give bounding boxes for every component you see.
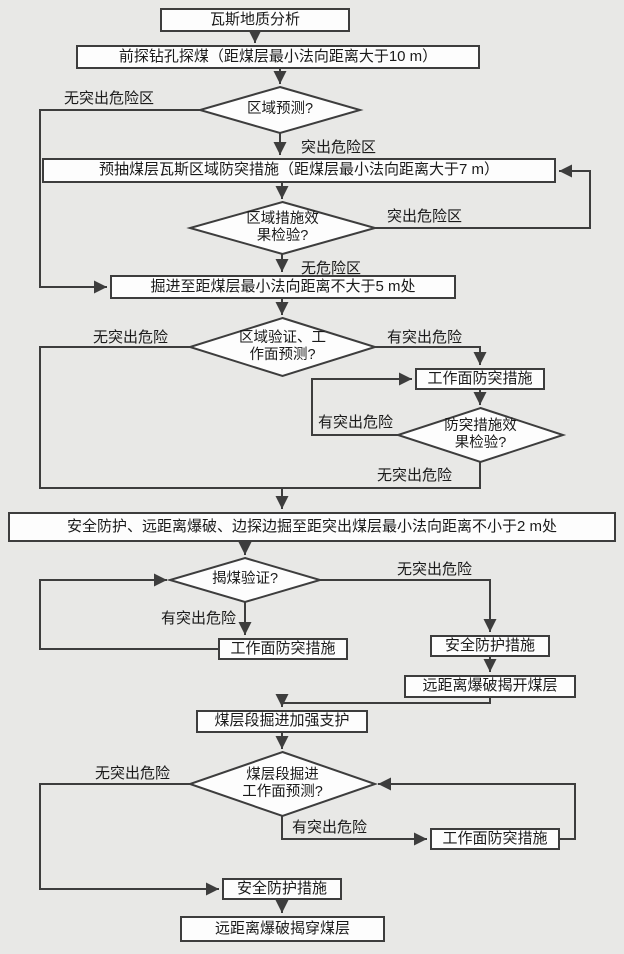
node-label: 前探钻孔探煤（距煤层最小法向距离大于10 m） (118, 47, 438, 65)
node-label: 瓦斯地质分析 (209, 10, 300, 28)
decision-regional-verify-face-predict: 区域验证、工 作面预测? (190, 318, 375, 376)
node-label: 工作面防突措施 (230, 639, 336, 657)
edge-has-outburst-to-face-measures-1 (375, 346, 487, 365)
edge-label-no-danger-zone: 无危险区 (301, 260, 362, 277)
decision-label: 防突措施效 果检验? (398, 408, 563, 462)
diamond-shape (190, 752, 375, 816)
decision-measure-effect-check: 防突措施效 果检验? (398, 408, 563, 462)
decision-regional-measure-check: 区域措施效 果检验? (190, 202, 375, 254)
diamond-shape (190, 318, 375, 376)
edge-label-has-outburst-2: 有突出危险 (318, 414, 394, 431)
edge-no-outburst-left-join (39, 346, 282, 489)
edge-label-has-outburst-1: 有突出危险 (387, 329, 463, 346)
decision-label-line: 揭煤验证? (211, 571, 279, 588)
node-label: 预抽煤层瓦斯区域防突措施（距煤层最小法向距离大于7 m） (98, 161, 499, 179)
decision-label-line: 区域验证、工 (239, 329, 326, 346)
decision-label-line: 煤层段掘进 (246, 766, 319, 783)
node-label: 安全防护、远距离爆破、边探边掘至距突出煤层最小法向距离不小于2 m处 (66, 517, 557, 535)
decision-label: 揭煤验证? (170, 558, 320, 602)
node-regional-measures: 预抽煤层瓦斯区域防突措施（距煤层最小法向距离大于7 m） (42, 158, 556, 183)
edge-face-measures-2-loop-to-uncover (39, 573, 218, 650)
edge-no-outburst-zone-to-drive5 (39, 109, 200, 294)
edge-label-has-outburst-4: 有突出危险 (292, 819, 368, 836)
node-safety-measures-2: 安全防护措施 (222, 878, 342, 900)
node-face-measures-1: 工作面防突措施 (415, 368, 545, 390)
edge-no-outburst-to-bigbox (275, 462, 481, 509)
edge-label-outburst-zone-1: 突出危险区 (301, 139, 377, 156)
decision-label: 区域措施效 果检验? (190, 202, 375, 254)
decision-label-line: 区域预测? (246, 101, 314, 118)
node-seam-drive-support: 煤层段掘进加强支护 (196, 710, 368, 733)
decision-seam-face-prediction: 煤层段掘进 工作面预测? (190, 752, 375, 816)
edge-blast-open-to-support (275, 694, 491, 707)
edge-effect-check-loop-to-face-measures-1 (311, 372, 412, 436)
node-face-measures-3: 工作面防突措施 (430, 828, 560, 850)
node-blast-open-seam: 远距离爆破揭开煤层 (404, 675, 576, 698)
edge-label-no-outburst-zone: 无突出危险区 (64, 90, 155, 107)
node-label: 掘进至距煤层最小法向距离不大于5 m处 (150, 277, 416, 295)
edge-label-no-outburst-3: 无突出危险 (397, 561, 473, 578)
edge-label-no-outburst-2: 无突出危险 (377, 467, 453, 484)
decision-label-line: 区域措施效 (246, 210, 319, 227)
decision-label-line: 工作面预测? (242, 784, 323, 800)
node-label: 安全防护措施 (444, 636, 535, 654)
node-face-measures-2: 工作面防突措施 (218, 638, 348, 660)
node-label: 远距离爆破揭穿煤层 (214, 919, 350, 937)
decision-label-line: 防突措施效 (444, 417, 517, 434)
edge-no-outburst-to-safety-measures-2 (39, 783, 219, 896)
node-label: 工作面防突措施 (442, 829, 548, 847)
decision-label-line: 果检验? (454, 435, 507, 451)
decision-label: 区域验证、工 作面预测? (190, 318, 375, 376)
edge-has-outburst-to-face-measures-3 (281, 816, 427, 846)
edge-label-no-outburst-1: 无突出危险 (93, 329, 169, 346)
diamond-shape (170, 558, 320, 602)
node-advance-drilling: 前探钻孔探煤（距煤层最小法向距离大于10 m） (76, 45, 480, 69)
node-label: 煤层段掘进加强支护 (214, 712, 350, 730)
node-drive-to-5m: 掘进至距煤层最小法向距离不大于5 m处 (110, 275, 456, 299)
node-label: 安全防护措施 (236, 879, 327, 897)
edge-label-has-outburst-3: 有突出危险 (161, 610, 237, 627)
node-safety-measures-1: 安全防护措施 (430, 635, 550, 657)
decision-uncover-verification: 揭煤验证? (170, 558, 320, 602)
edge-label-outburst-zone-2: 突出危险区 (387, 208, 463, 225)
edge-no-outburst-to-safety-measures-1 (320, 579, 497, 632)
diamond-shape (398, 408, 563, 462)
node-label: 远距离爆破揭开煤层 (422, 677, 558, 695)
decision-label-line: 果检验? (256, 228, 309, 244)
decision-label-line: 作面预测? (249, 347, 316, 363)
diamond-shape (200, 87, 360, 133)
node-blast-through-seam: 远距离爆破揭穿煤层 (180, 916, 385, 942)
edge-check-outburst-loop-to-regional-measures (375, 164, 591, 229)
decision-label: 煤层段掘进 工作面预测? (190, 752, 375, 816)
diamond-shape (190, 202, 375, 254)
decision-label: 区域预测? (200, 87, 360, 133)
edge-face-measures-3-loop-to-seam-prediction (378, 777, 576, 840)
node-gas-geology-analysis: 瓦斯地质分析 (160, 8, 350, 32)
edge-label-no-outburst-4: 无突出危险 (95, 765, 171, 782)
decision-regional-prediction: 区域预测? (200, 87, 360, 133)
node-safety-blasting-2m: 安全防护、远距离爆破、边探边掘至距突出煤层最小法向距离不小于2 m处 (8, 512, 616, 542)
node-label: 工作面防突措施 (427, 369, 533, 387)
